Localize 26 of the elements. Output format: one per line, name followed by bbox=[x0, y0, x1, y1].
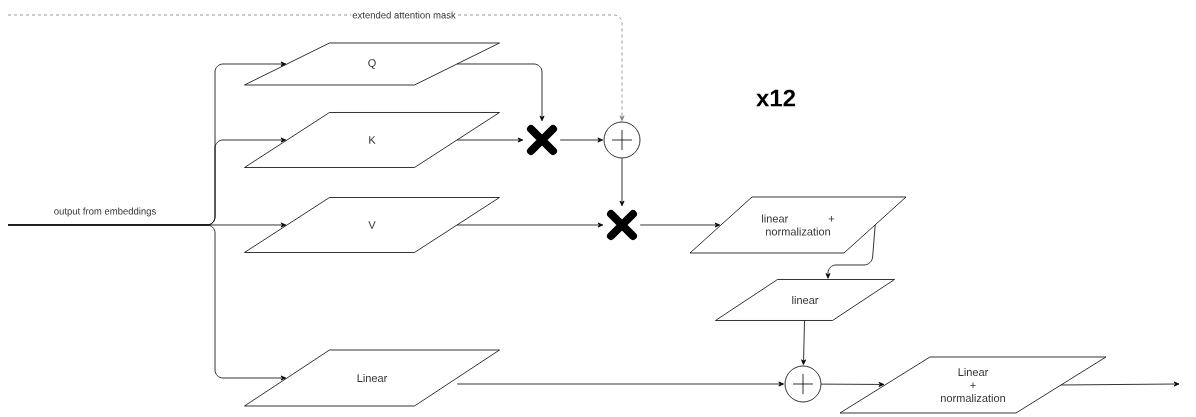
arrow bbox=[619, 158, 625, 207]
process-box: V bbox=[244, 197, 500, 253]
process-box: linear + normalization bbox=[689, 196, 907, 254]
arrow bbox=[825, 224, 876, 279]
edge-label: extended attention mask bbox=[351, 10, 457, 20]
arrow bbox=[821, 381, 885, 387]
process-box: linear bbox=[715, 279, 895, 321]
process-box: Linear bbox=[244, 349, 500, 407]
repeat-label: x12 bbox=[756, 89, 796, 107]
arrow bbox=[456, 222, 604, 228]
arrow bbox=[456, 63, 545, 122]
process-box: K bbox=[244, 112, 500, 168]
add-symbol bbox=[603, 121, 641, 159]
multiply-symbol bbox=[607, 210, 637, 240]
arrow bbox=[559, 137, 603, 143]
arrow bbox=[456, 137, 524, 143]
multiply-symbol bbox=[527, 125, 557, 155]
input-label: output from embeddings bbox=[54, 207, 156, 217]
arrow bbox=[456, 381, 784, 387]
arrow bbox=[639, 222, 721, 228]
arrow bbox=[1060, 381, 1180, 387]
process-box: Q bbox=[244, 42, 500, 86]
arrow bbox=[801, 320, 807, 365]
process-box: Linear + normalization bbox=[839, 356, 1107, 414]
arrow bbox=[7, 224, 287, 381]
add-symbol bbox=[784, 365, 822, 403]
